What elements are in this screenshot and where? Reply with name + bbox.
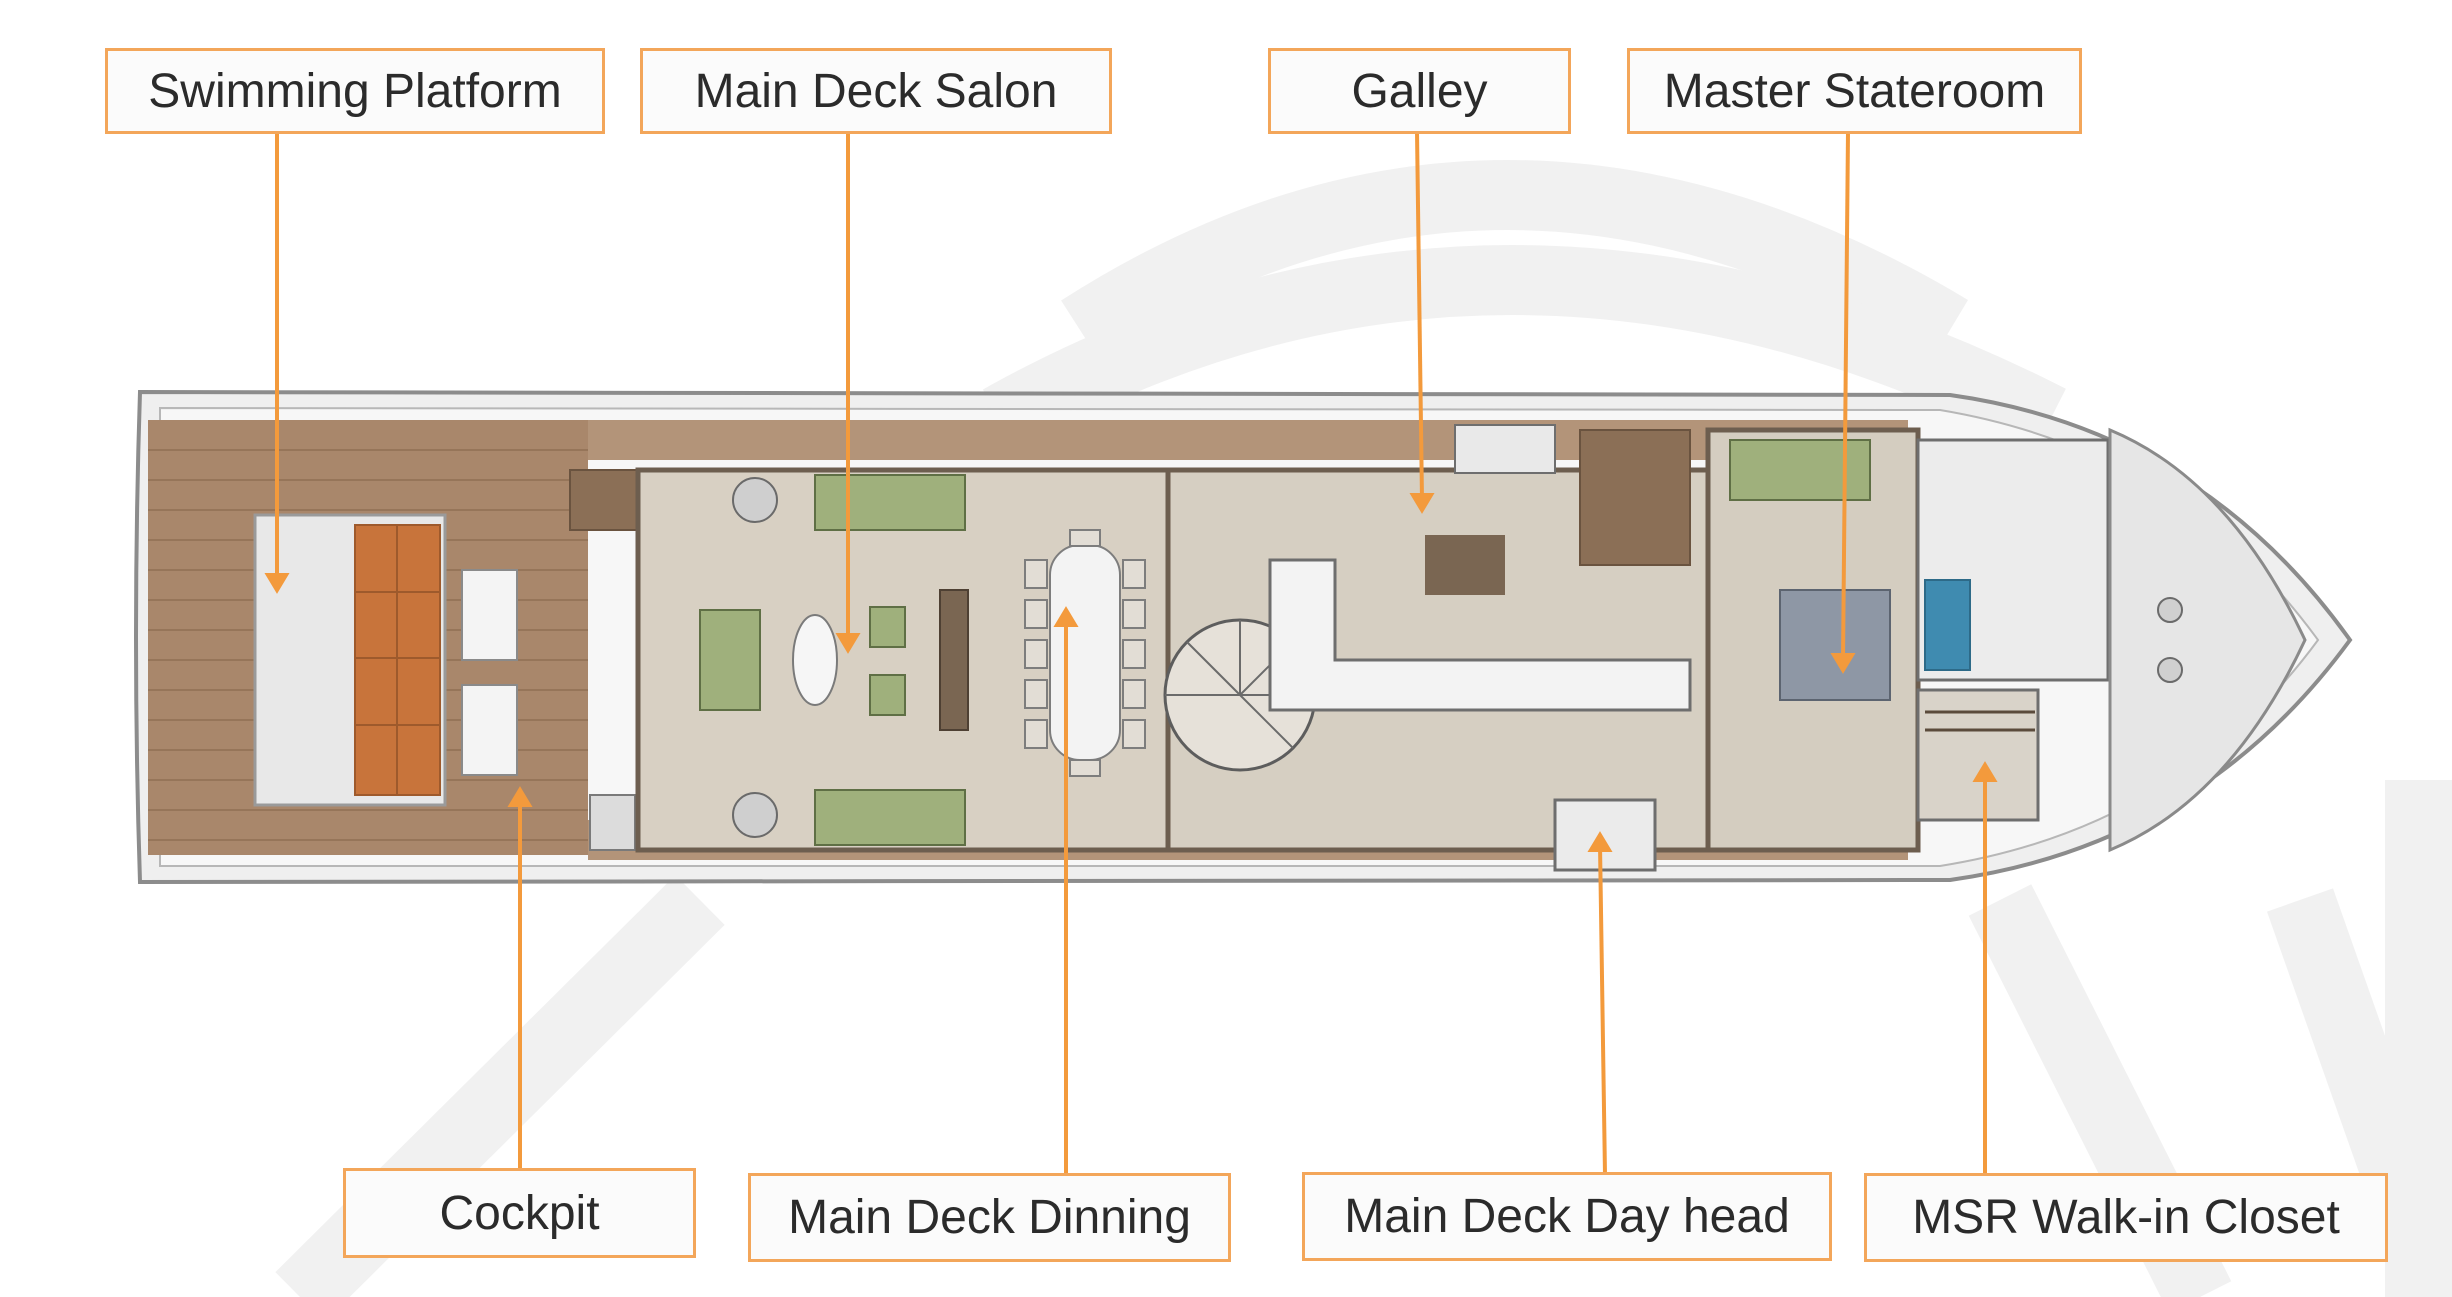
label-main-deck-salon: Main Deck Salon [640, 48, 1112, 134]
salon-sofa-left [699, 609, 761, 711]
spiral-stair-treads [1165, 620, 1315, 749]
leader-main-deck-day-head [1598, 844, 1607, 1176]
salon-coffee-table [792, 614, 838, 706]
bow-windlass-1 [2157, 597, 2183, 623]
cockpit-table-1 [461, 569, 518, 661]
dining-chairs [1024, 529, 1146, 777]
label-main-deck-day-head-text: Main Deck Day head [1344, 1190, 1790, 1243]
salon-sofa-top [814, 474, 966, 531]
galley-forward-stairs [1579, 429, 1691, 566]
bow-windlass-2 [2157, 657, 2183, 683]
master-tub [1924, 579, 1971, 671]
label-master-stateroom: Master Stateroom [1627, 48, 2082, 134]
salon-tv-cabinet [939, 589, 969, 731]
label-swimming-platform-text: Swimming Platform [148, 64, 562, 118]
cockpit-table-2 [461, 684, 518, 776]
aft-stairs-port [569, 469, 641, 531]
label-main-deck-dinning-text: Main Deck Dinning [788, 1191, 1191, 1244]
aft-sunpad-seams [355, 525, 440, 795]
salon-plant-bottom [732, 792, 778, 838]
day-head-room [1553, 798, 1657, 872]
walk-in-closet [1916, 688, 2040, 822]
label-swimming-platform: Swimming Platform [105, 48, 605, 134]
closet-shelves [1925, 710, 2035, 732]
leader-galley [1415, 131, 1424, 501]
master-bed [1779, 589, 1891, 701]
galley-top-counter [1454, 424, 1556, 474]
master-sofa [1729, 439, 1871, 501]
label-cockpit: Cockpit [343, 1168, 696, 1258]
salon-armchair-2 [869, 674, 906, 716]
leader-master-stateroom [1841, 131, 1850, 661]
label-master-stateroom-text: Master Stateroom [1663, 64, 2046, 118]
bow-area [2108, 427, 2307, 853]
label-msr-walk-in-closet-text: MSR Walk-in Closet [1912, 1191, 2340, 1244]
galley-counter [1268, 558, 1692, 712]
salon-sofa-bottom [814, 789, 966, 846]
label-cockpit-text: Cockpit [439, 1186, 600, 1240]
galley-island [1425, 535, 1505, 595]
dining-table [1049, 544, 1121, 761]
salon-armchair-1 [869, 606, 906, 648]
salon-plant-top [732, 477, 778, 523]
label-galley: Galley [1268, 48, 1571, 134]
label-galley-text: Galley [1351, 64, 1488, 118]
label-msr-walk-in-closet: MSR Walk-in Closet [1864, 1173, 2388, 1262]
label-main-deck-salon-text: Main Deck Salon [694, 64, 1058, 118]
label-main-deck-dinning: Main Deck Dinning [748, 1173, 1231, 1262]
aft-stairs-starboard [589, 794, 636, 851]
leader-lines [264, 131, 1998, 1176]
label-main-deck-day-head: Main Deck Day head [1302, 1172, 1832, 1261]
